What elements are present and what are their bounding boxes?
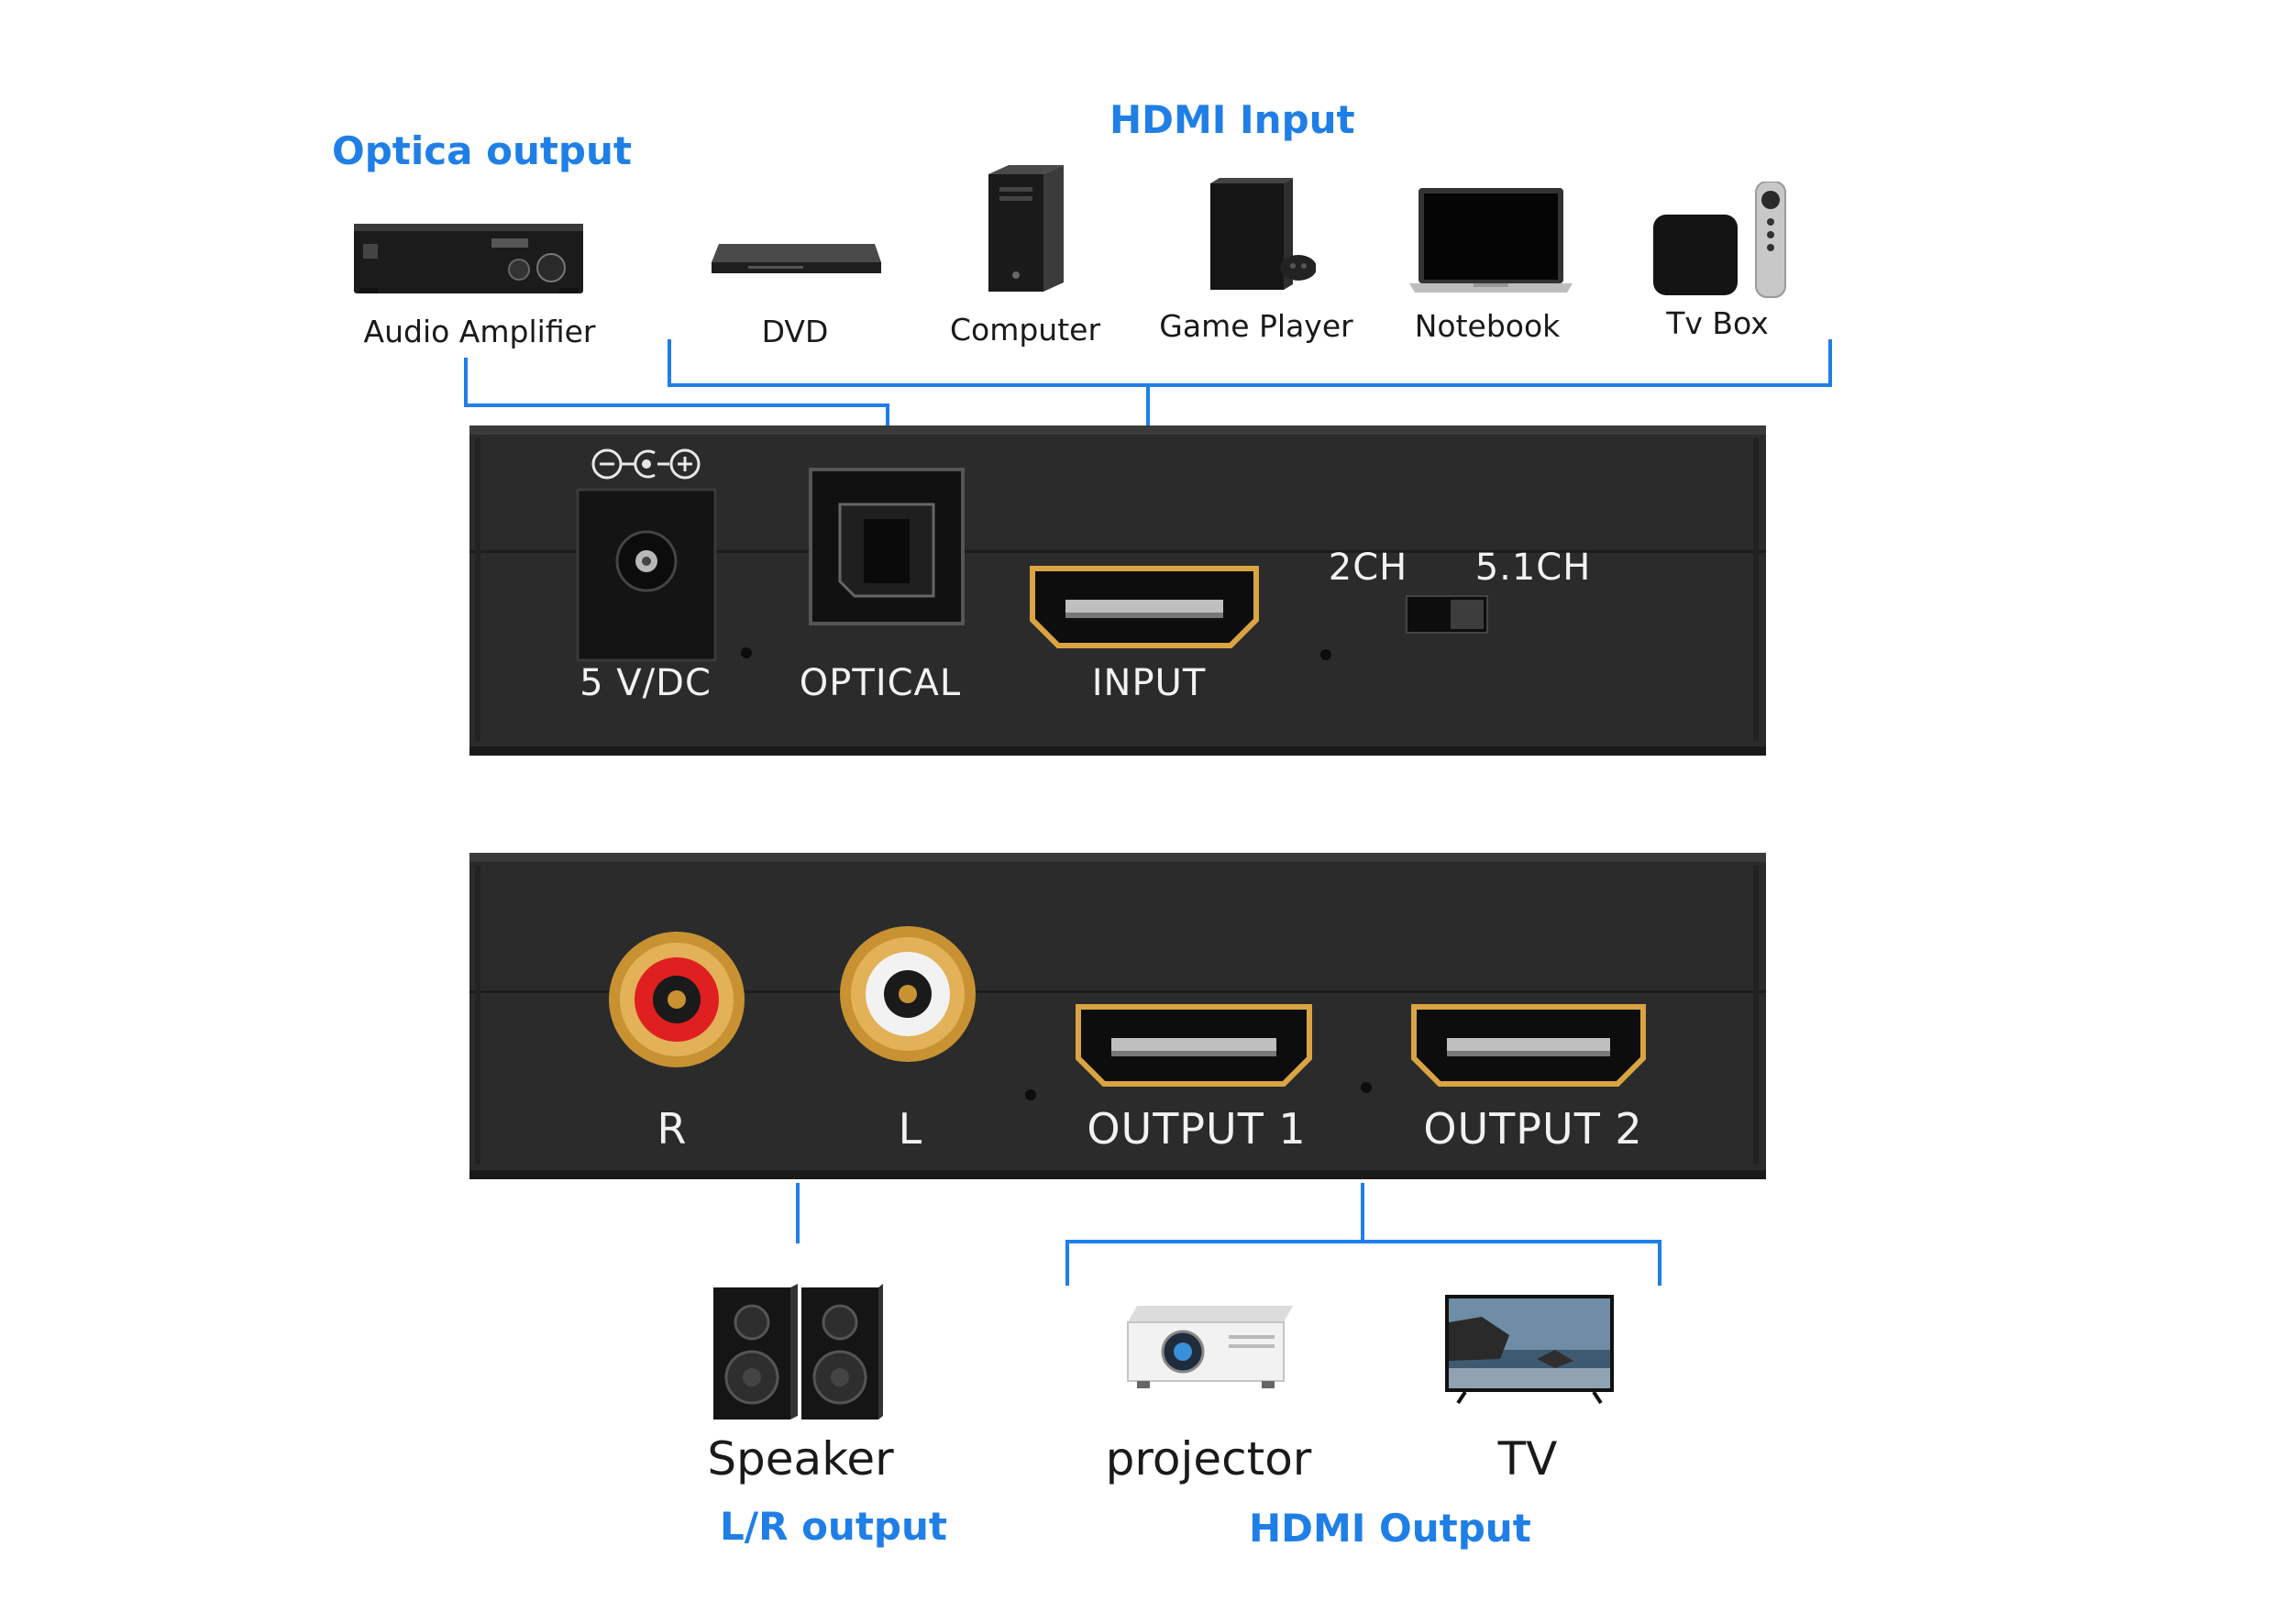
connector-line	[796, 1183, 800, 1243]
speaker-icon	[713, 1284, 883, 1421]
connector-line	[886, 403, 889, 429]
connector-line	[1146, 383, 1150, 427]
output-device-label: TV	[1497, 1432, 1558, 1486]
connector-line	[464, 403, 889, 407]
input-device-label: Audio Amplifier	[363, 314, 596, 349]
tv-box-icon	[1653, 182, 1789, 299]
input-device-label: DVD	[761, 314, 829, 349]
connector-line	[1828, 339, 1832, 387]
game-console-icon	[1210, 178, 1316, 293]
connector-line	[1361, 1183, 1364, 1243]
optical-port-label: OPTICAL	[799, 662, 962, 704]
rca-left-label: L	[898, 1104, 923, 1154]
connector-line	[668, 383, 1832, 387]
dvd-player-icon	[712, 238, 881, 277]
input-device-label: Game Player	[1159, 308, 1353, 344]
front-panel	[469, 853, 1766, 1183]
amplifier-icon	[354, 224, 583, 297]
laptop-icon	[1409, 188, 1573, 294]
hdmi-input-port-label: INPUT	[1091, 662, 1207, 704]
input-device-label: Computer	[949, 312, 1101, 348]
hdmi-output-title: HDMI Output	[1249, 1506, 1531, 1551]
connector-line	[1065, 1240, 1661, 1243]
computer-tower-icon	[988, 165, 1064, 292]
rca-right-label: R	[657, 1104, 688, 1154]
rear-panel	[469, 425, 1766, 759]
projector-icon	[1119, 1306, 1293, 1390]
hdmi-output1-label: OUTPUT 1	[1087, 1104, 1307, 1154]
hdmi-input-title: HDMI Input	[1109, 97, 1355, 142]
input-device-label: Tv Box	[1666, 305, 1769, 341]
output-device-label: Speaker	[707, 1432, 894, 1486]
switch-2ch-label: 2CH	[1328, 547, 1408, 589]
input-device-label: Notebook	[1414, 308, 1561, 344]
connector-line	[1065, 1240, 1069, 1286]
tv-icon	[1445, 1295, 1614, 1405]
connector-line	[668, 339, 671, 387]
switch-51ch-label: 5.1CH	[1474, 547, 1592, 589]
output-device-label: projector	[1105, 1432, 1312, 1486]
connector-line	[464, 358, 468, 405]
connector-line	[1658, 1240, 1661, 1286]
hdmi-output2-label: OUTPUT 2	[1423, 1104, 1643, 1154]
lr-output-title: L/R output	[720, 1504, 947, 1549]
power-port-label: 5 V/DC	[580, 662, 712, 704]
optical-output-title: Optica output	[332, 128, 632, 173]
